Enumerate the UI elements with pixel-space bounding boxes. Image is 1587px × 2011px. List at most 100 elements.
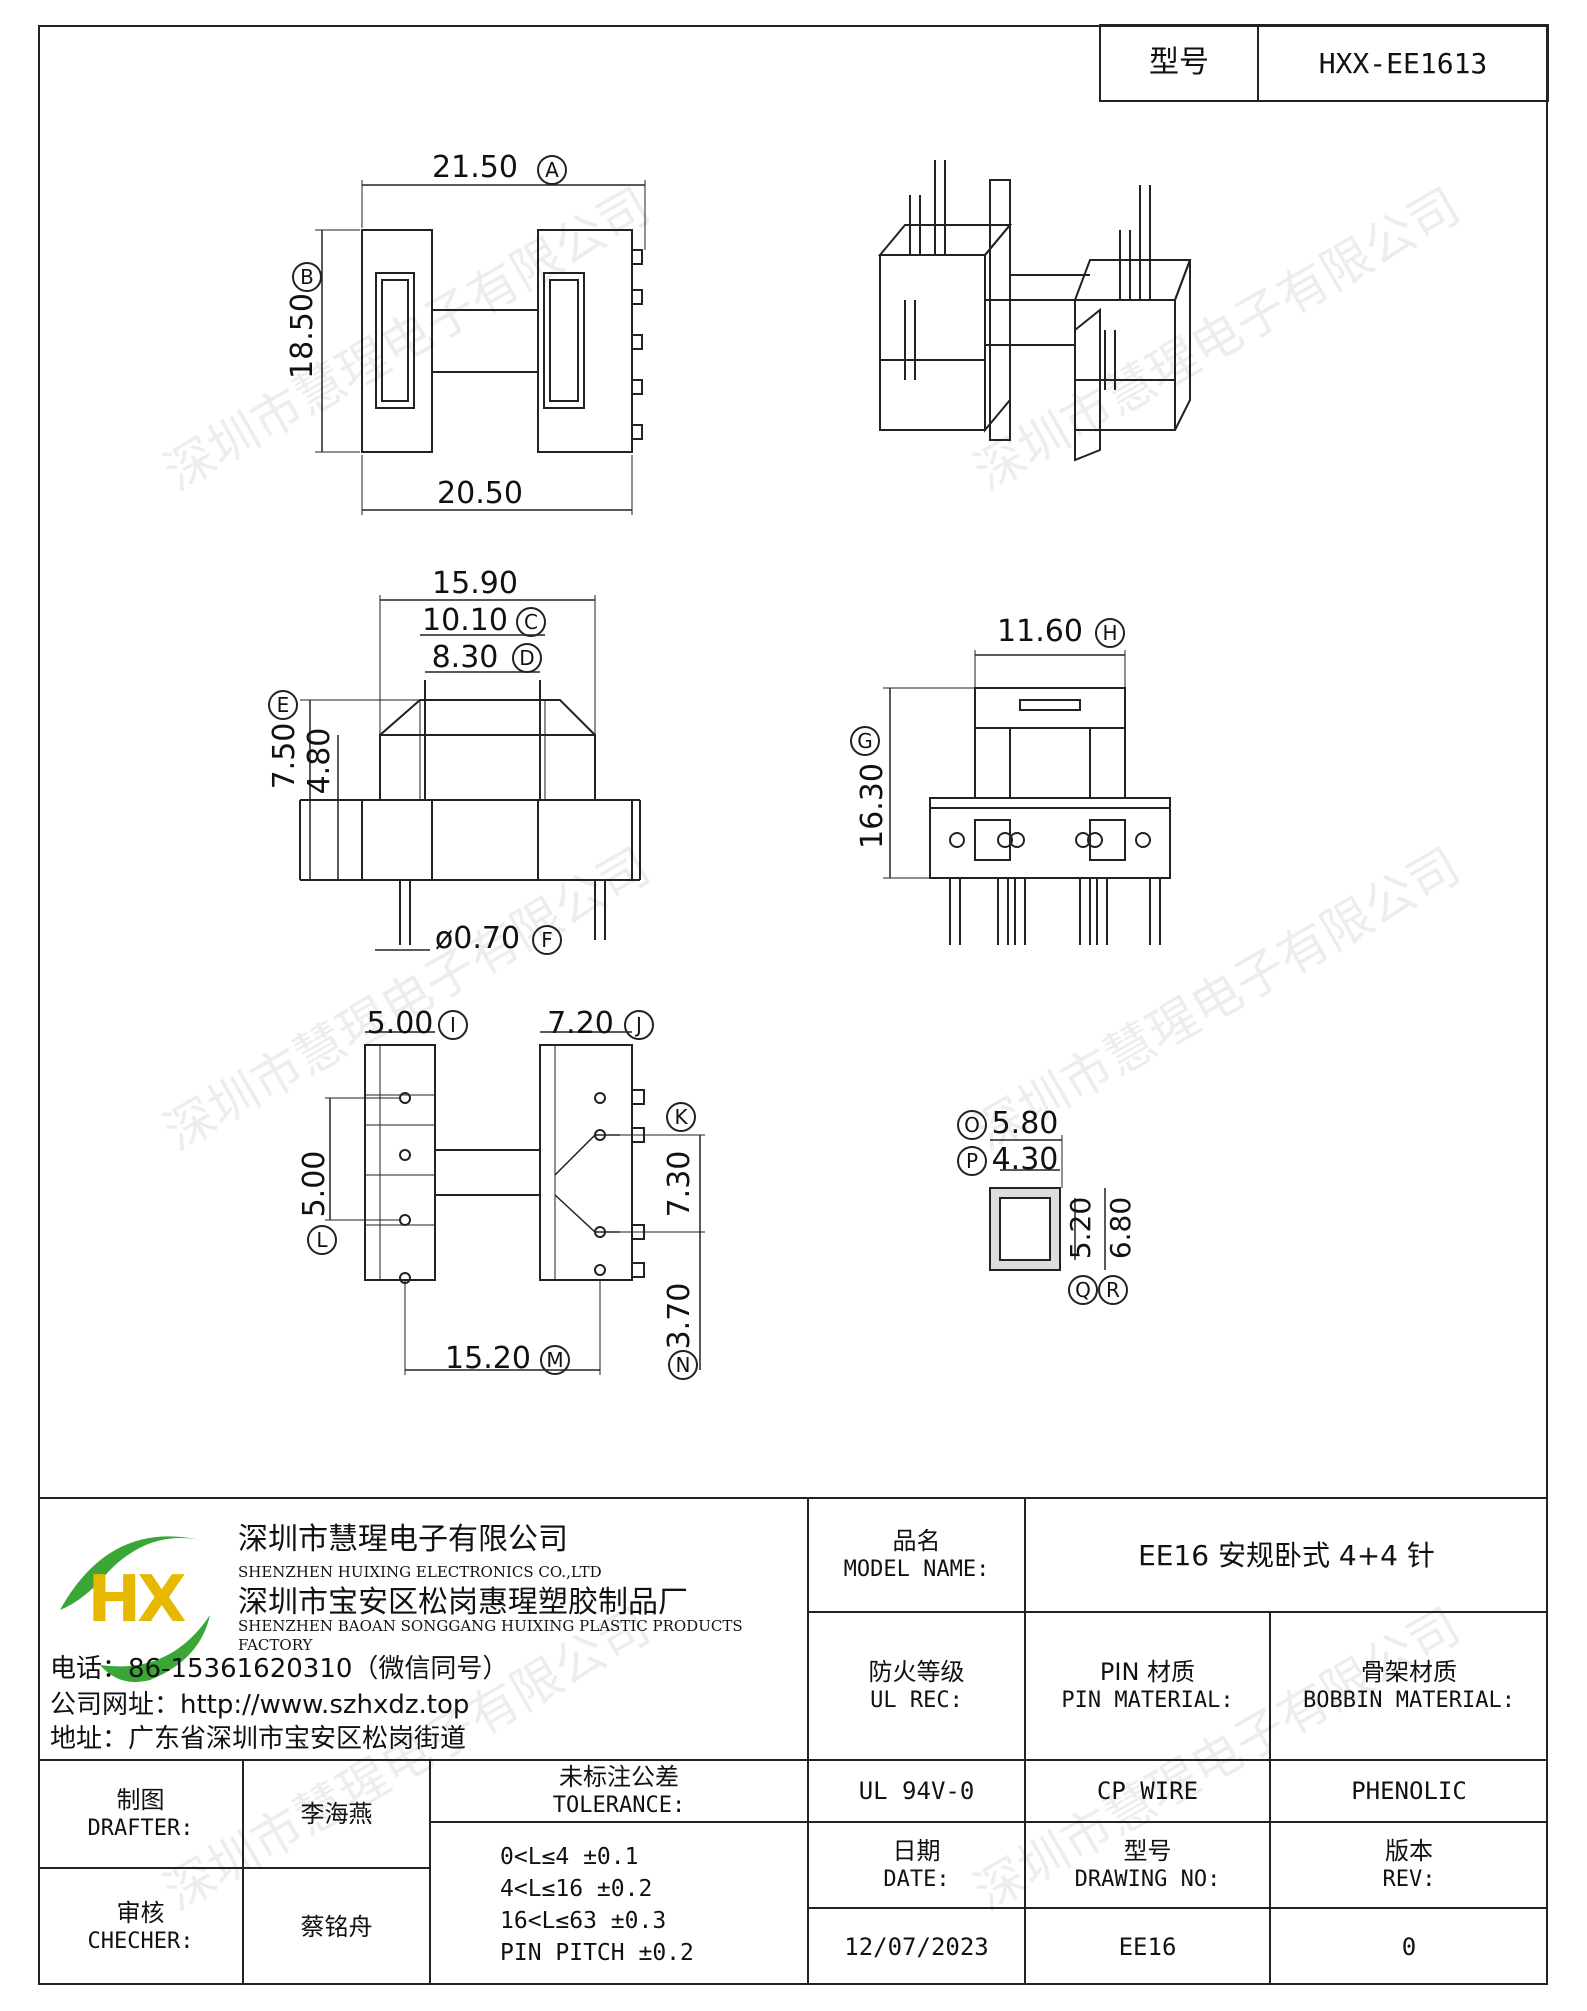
tolerance-label: 未标注公差 TOLERANCE: xyxy=(430,1760,808,1822)
circle-label-P: P xyxy=(957,1146,987,1176)
circle-label-B: B xyxy=(292,262,322,292)
tolerance-row: 16<L≤63 ±0.3 xyxy=(500,1908,667,1934)
circle-label-E: E xyxy=(268,690,298,720)
date-label: 日期 DATE: xyxy=(808,1822,1025,1908)
company-logo xyxy=(60,1536,210,1683)
dim-A: 21.50 xyxy=(432,150,518,186)
tolerance-table: 0<L≤4 ±0.1 4<L≤16 ±0.2 16<L≤63 ±0.3 PIN … xyxy=(500,1830,800,1980)
model-name-label: 品名 MODEL NAME: xyxy=(808,1498,1025,1612)
drafter-label: 制图 DRAFTER: xyxy=(38,1760,243,1868)
dim-E: 7.50 xyxy=(267,722,303,790)
dim-front-h2: 4.80 xyxy=(302,727,338,795)
bobbin-material-label-en: BOBBIN MATERIAL: xyxy=(1303,1688,1515,1714)
tolerance-row: 0<L≤4 ±0.1 xyxy=(500,1843,639,1870)
dim-I: 5.00 xyxy=(366,1006,434,1042)
dim-D: 8.30 xyxy=(431,640,499,676)
tolerance-label-en: TOLERANCE: xyxy=(552,1793,686,1819)
circle-label-O: O xyxy=(957,1110,987,1140)
dim-N: 3.70 xyxy=(662,1282,698,1350)
drafter-name: 李海燕 xyxy=(300,1800,373,1828)
front-view xyxy=(299,595,641,951)
circle-label-G: G xyxy=(850,726,880,756)
dim-B: 18.50 xyxy=(285,293,321,379)
pin-section-view xyxy=(989,1135,1106,1271)
circle-label-J: J xyxy=(624,1010,654,1040)
company-name-cn: 深圳市慧瑆电子有限公司 xyxy=(238,1522,568,1558)
bottom-view xyxy=(325,1031,705,1375)
company-phone: 电话：86-15361620310（微信同号） xyxy=(50,1653,509,1684)
drafter-label-cn: 制图 xyxy=(116,1786,165,1815)
ul-rec-label: 防火等级 UL REC: xyxy=(808,1612,1025,1760)
circle-label-A: A xyxy=(537,155,567,185)
checker-label: 审核 CHECHER: xyxy=(38,1868,243,1985)
circle-label-F: F xyxy=(532,925,562,955)
isometric-view xyxy=(877,160,1192,462)
dim-P: 4.30 xyxy=(991,1142,1059,1178)
dim-front-width: 15.90 xyxy=(432,566,518,602)
circle-label-H: H xyxy=(1095,618,1125,648)
rev-label: 版本 REV: xyxy=(1270,1822,1548,1908)
bobbin-material-label: 骨架材质 BOBBIN MATERIAL: xyxy=(1270,1612,1548,1760)
pin-material-value: CP WIRE xyxy=(1096,1777,1199,1805)
dim-L: 5.00 xyxy=(297,1150,333,1218)
tolerance-row: PIN PITCH ±0.2 xyxy=(500,1940,694,1967)
date-label-cn: 日期 xyxy=(892,1837,941,1866)
tolerance-row: 4<L≤16 ±0.2 xyxy=(500,1875,653,1902)
rev-value: 0 xyxy=(1401,1932,1417,1961)
pin-material-label-en: PIN MATERIAL: xyxy=(1061,1688,1234,1714)
dim-C: 10.10 xyxy=(422,603,508,639)
model-name-label-en: MODEL NAME: xyxy=(843,1557,990,1583)
circle-label-D: D xyxy=(512,643,542,673)
dim-J: 7.20 xyxy=(547,1006,614,1042)
factory-name-cn: 深圳市宝安区松岗惠瑆塑胶制品厂 xyxy=(238,1585,688,1621)
dim-M: 15.20 xyxy=(445,1341,531,1377)
circle-label-I: I xyxy=(438,1010,468,1040)
tolerance-label-cn: 未标注公差 xyxy=(559,1763,679,1792)
dim-O: 5.80 xyxy=(991,1106,1059,1142)
circle-label-C: C xyxy=(516,607,546,637)
model-box xyxy=(1099,24,1549,102)
date-value: 12/07/2023 xyxy=(844,1932,989,1961)
drawing-no-label-en: DRAWING NO: xyxy=(1074,1867,1221,1893)
checker-label-en: CHECHER: xyxy=(87,1928,194,1954)
ul-rec-label-cn: 防火等级 xyxy=(868,1658,965,1687)
rev-label-en: REV: xyxy=(1382,1867,1436,1893)
title-block-grid xyxy=(38,1497,1548,1985)
drawing-no-label: 型号 DRAWING NO: xyxy=(1025,1822,1270,1908)
pin-material-label-cn: PIN 材质 xyxy=(1099,1658,1196,1687)
circle-label-L: L xyxy=(307,1225,337,1255)
pin-material-label: PIN 材质 PIN MATERIAL: xyxy=(1025,1612,1270,1760)
factory-name-en: SHENZHEN BAOAN SONGGANG HUIXING PLASTIC … xyxy=(238,1617,743,1654)
circle-label-Q: Q xyxy=(1068,1275,1098,1305)
drawing-no-value: EE16 xyxy=(1118,1932,1177,1961)
logo-letters: HX xyxy=(87,1563,187,1637)
circle-label-R: R xyxy=(1098,1275,1128,1305)
dim-K: 7.30 xyxy=(662,1150,698,1218)
bobbin-material-value: PHENOLIC xyxy=(1351,1777,1467,1805)
top-view xyxy=(315,180,646,515)
rev-label-cn: 版本 xyxy=(1385,1837,1433,1866)
model-label: 型号 xyxy=(1149,45,1209,81)
drawing-frame xyxy=(38,25,1548,1985)
circle-label-M: M xyxy=(540,1345,570,1375)
dim-F: ø0.70 xyxy=(434,921,521,957)
company-website: 公司网址：http://www.szhxdz.top xyxy=(50,1689,470,1720)
company-name-en: SHENZHEN HUIXING ELECTRONICS CO.,LTD xyxy=(238,1562,602,1581)
model-name-value: EE16 安规卧式 4+4 针 xyxy=(1138,1538,1435,1572)
dim-H: 11.60 xyxy=(997,614,1083,650)
model-value: HXX-EE1613 xyxy=(1318,46,1488,80)
model-name-label-cn: 品名 xyxy=(892,1527,941,1556)
circle-label-K: K xyxy=(666,1102,696,1132)
dim-Q: 5.20 xyxy=(1063,1196,1097,1260)
drafter-label-en: DRAFTER: xyxy=(87,1816,194,1842)
drawing-no-label-cn: 型号 xyxy=(1123,1837,1172,1866)
dim-top-bottom: 20.50 xyxy=(437,476,523,512)
ul-rec-value: UL 94V-0 xyxy=(858,1777,975,1805)
dim-G: 16.30 xyxy=(855,763,891,849)
side-view xyxy=(883,650,1171,945)
checker-label-cn: 审核 xyxy=(116,1898,165,1927)
circle-label-N: N xyxy=(668,1350,698,1380)
dim-R: 6.80 xyxy=(1103,1196,1137,1260)
company-address: 地址：广东省深圳市宝安区松岗街道 xyxy=(50,1723,467,1754)
